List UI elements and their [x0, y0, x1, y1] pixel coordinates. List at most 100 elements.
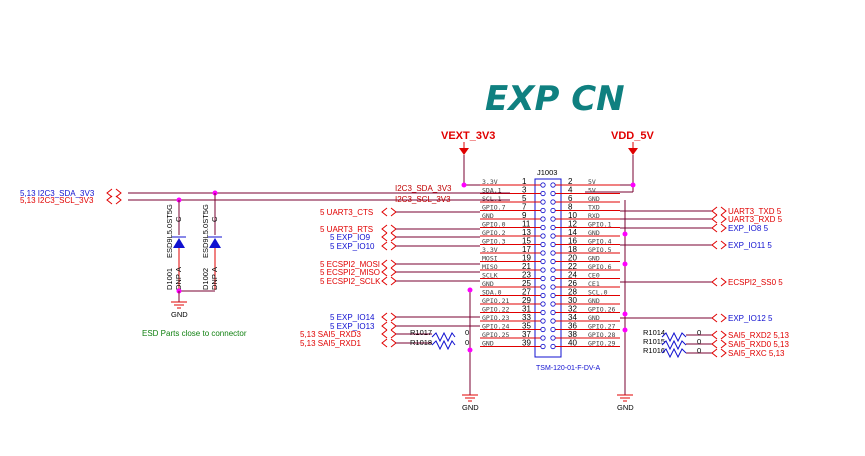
left-port-8[interactable]: 5 ECSPI2_MISO: [320, 267, 480, 277]
pin-number: 7: [522, 203, 527, 212]
resistor-r1015[interactable]: R1015 0: [643, 337, 701, 351]
pin-name: MISO: [482, 263, 498, 271]
left-port-6[interactable]: 5 EXP_IO10: [330, 241, 480, 251]
resistor-r1017[interactable]: R1017 0: [410, 328, 469, 343]
port-label: ECSPI2_SS0 5: [728, 278, 783, 287]
right-port-8[interactable]: SAI5_RXD0 5,13: [686, 339, 789, 349]
right-port-9[interactable]: SAI5_RXC 5,13: [686, 348, 785, 358]
pin-name: GPIO.7: [482, 204, 506, 212]
left-port-10[interactable]: 5 EXP_IO14: [330, 312, 480, 322]
pin-number: 37: [522, 330, 531, 339]
right-port-1[interactable]: UART3_TXD 5: [620, 206, 782, 216]
left-port-2[interactable]: 5,13 I2C3_SCL_3V3: [20, 195, 122, 205]
pin-name: MOSI: [482, 255, 498, 263]
pin-number: 16: [568, 237, 577, 246]
diode-anode: A: [174, 267, 183, 272]
port-label: 5 EXP_IO10: [330, 242, 375, 251]
resistor-ref: R1015: [643, 337, 665, 346]
connector-pin-7[interactable]: GPIO.7 7: [480, 203, 546, 214]
resistor-r1014[interactable]: R1014 0: [643, 328, 701, 343]
left-port-4[interactable]: 5 UART3_RTS: [320, 224, 480, 234]
pin-name: GPIO.5: [588, 246, 612, 254]
right-port-3[interactable]: EXP_IO8 5: [620, 223, 769, 233]
pin-number: 38: [568, 330, 577, 339]
pin-number: 11: [522, 220, 531, 229]
right-port-5[interactable]: ECSPI2_SS0 5: [620, 277, 783, 287]
pin-number: 20: [568, 254, 577, 263]
connector-pin-25[interactable]: GND 25: [480, 279, 546, 290]
resistor-r1018[interactable]: R1018 0: [410, 338, 469, 351]
pin-number: 27: [522, 288, 531, 297]
esd-diode-d1001[interactable]: D1001 ESD9L5.0ST5G DNP A C: [165, 200, 186, 290]
port-label: 5 EXP_IO14: [330, 313, 375, 322]
left-port-9[interactable]: 5 ECSPI2_SCLK: [320, 276, 480, 286]
pin-name: GND: [588, 195, 600, 203]
resistor-r1016[interactable]: R1016 0: [643, 346, 701, 359]
right-port-4[interactable]: EXP_IO11 5: [620, 240, 772, 250]
pin-number: 6: [568, 194, 573, 203]
pin-number: 25: [522, 279, 531, 288]
right-port-6[interactable]: EXP_IO12 5: [620, 313, 773, 323]
port-label: 5,13 I2C3_SDA_3V3: [20, 189, 95, 198]
pin-name: 3.3V: [482, 246, 498, 254]
right-port-7[interactable]: SAI5_RXD2 5,13: [686, 330, 789, 340]
pin-number: 32: [568, 305, 577, 314]
left-port-1[interactable]: 5,13 I2C3_SDA_3V3: [20, 188, 122, 198]
pin-number: 1: [522, 177, 527, 186]
left-port-11[interactable]: 5 EXP_IO13: [330, 321, 480, 331]
esd-diode-d1002[interactable]: D1002 ESD9L5.0ST5G DNP A C: [201, 193, 222, 290]
pin-name: GPIO.22: [482, 306, 509, 314]
right-port-2[interactable]: UART3_RXD 5: [620, 214, 783, 224]
pin-name: GND: [482, 280, 494, 288]
resistor-ref: R1017: [410, 328, 432, 337]
left-port-3[interactable]: 5 UART3_CTS: [320, 207, 480, 217]
left-port-12[interactable]: 5,13 SAI5_RXD3: [300, 329, 432, 339]
left-port-7[interactable]: 5 ECSPI2_MOSI: [320, 259, 480, 269]
pin-name: TXD: [588, 204, 600, 212]
left-port-5[interactable]: 5 EXP_IO9: [330, 232, 480, 242]
pin-name: GND: [588, 229, 600, 237]
connector-pin-6[interactable]: 6 GND: [550, 194, 620, 205]
pin-name: GPIO.23: [482, 314, 509, 322]
pin-name: GND: [588, 314, 600, 322]
pin-name: GPIO.6: [588, 263, 612, 271]
left-port-13[interactable]: 5,13 SAI5_RXD1: [300, 338, 432, 348]
